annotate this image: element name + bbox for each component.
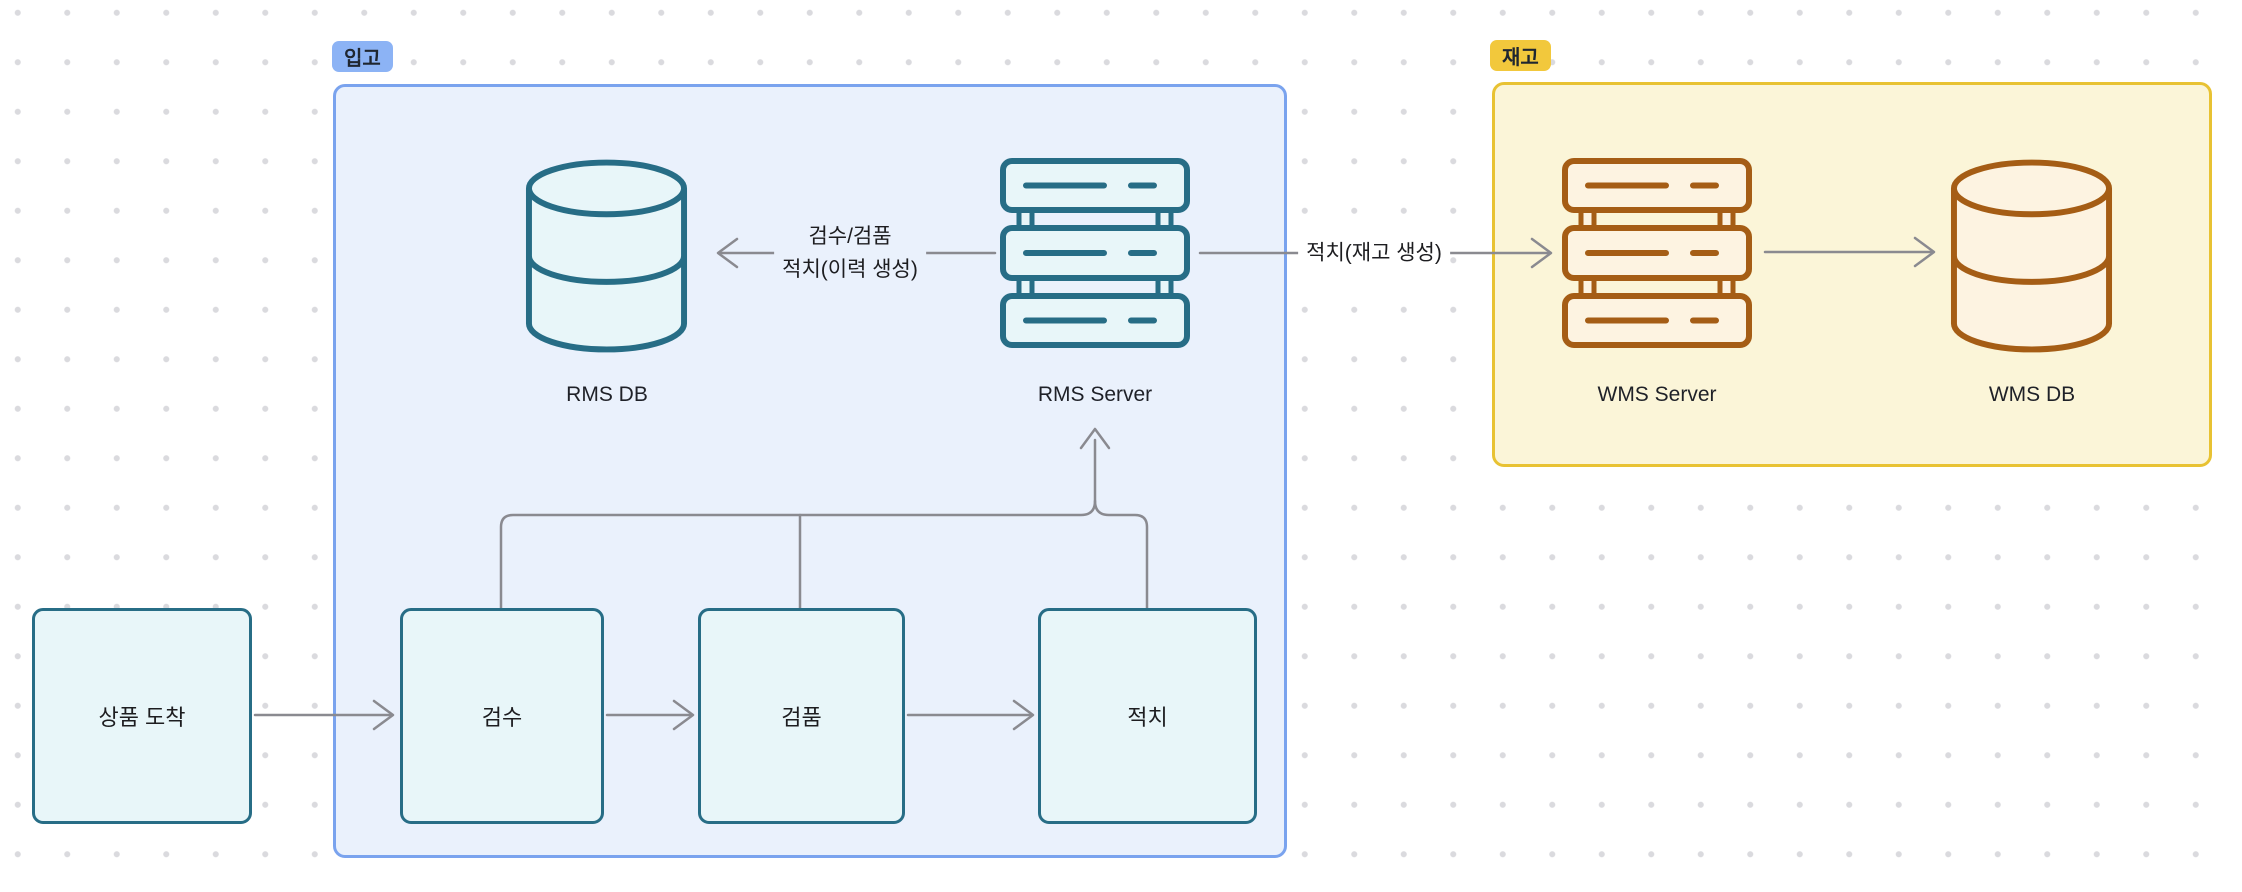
- rms-db-label: RMS DB: [566, 383, 648, 406]
- server-icon: [1562, 158, 1752, 348]
- edge-label-rms-server-to-rms-db[interactable]: 검수/검품 적치(이력 생성): [774, 219, 926, 287]
- flow-box-putaway[interactable]: 적치: [1038, 608, 1257, 824]
- flow-box-label: 상품 도착: [98, 705, 186, 730]
- edge-inspection-to-qc[interactable]: [605, 699, 695, 731]
- wms-server-node[interactable]: [1562, 158, 1752, 353]
- flow-box-quality-check[interactable]: 검품: [698, 608, 905, 824]
- inbound-group-badge-label: 입고: [344, 48, 381, 70]
- server-icon: [1000, 158, 1190, 348]
- database-icon: [1950, 159, 2113, 353]
- flow-box-label: 적치: [1127, 705, 1168, 730]
- inventory-group-badge-label: 재고: [1502, 47, 1539, 69]
- edge-label-rms-server-to-wms-server[interactable]: 적치(재고 생성): [1298, 235, 1450, 271]
- database-icon: [525, 159, 688, 353]
- flow-box-label: 검수: [481, 705, 523, 730]
- wms-db-label: WMS DB: [1988, 383, 2076, 406]
- rms-db-node[interactable]: [523, 158, 690, 359]
- edge-processes-to-rms-server[interactable]: [499, 427, 1149, 610]
- flow-box-label: 검품: [781, 705, 822, 730]
- flow-box-product-arrival[interactable]: 상품 도착: [32, 608, 252, 824]
- wms-server-label: WMS Server: [1597, 383, 1717, 406]
- edge-label-line: 적치(재고 생성): [1306, 241, 1442, 265]
- edge-wms-server-to-wms-db[interactable]: [1763, 236, 1936, 268]
- edge-qc-to-putaway[interactable]: [906, 699, 1035, 731]
- rms-server-node[interactable]: [1000, 158, 1190, 353]
- edge-label-line2: 적치(이력 생성): [782, 258, 918, 281]
- flow-box-inspection[interactable]: 검수: [400, 608, 604, 824]
- wms-db-node[interactable]: [1948, 158, 2115, 359]
- rms-server-label: RMS Server: [1037, 383, 1153, 406]
- edge-arrival-to-inspection[interactable]: [253, 699, 395, 731]
- inventory-group-badge[interactable]: 재고: [1490, 40, 1551, 71]
- inbound-group-badge[interactable]: 입고: [332, 41, 393, 72]
- edge-label-line1: 검수/검품: [808, 225, 892, 248]
